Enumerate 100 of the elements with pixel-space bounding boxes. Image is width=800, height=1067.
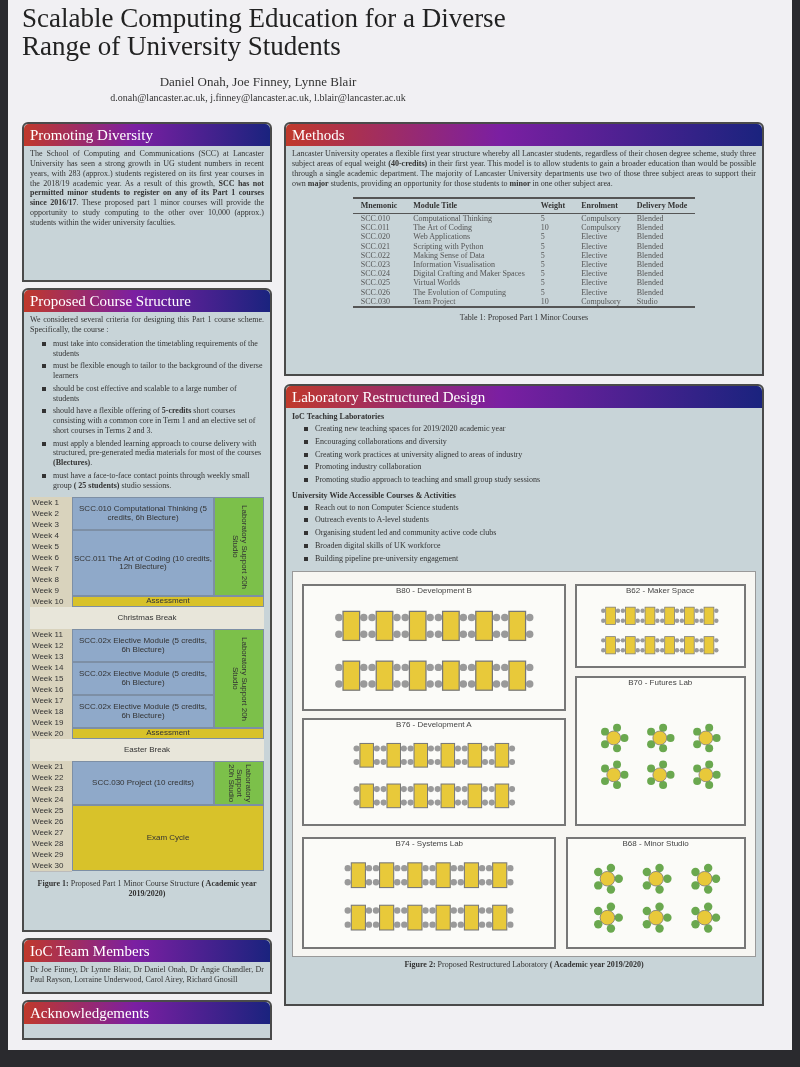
bullet-point: Promoting industry collaboration — [315, 462, 422, 473]
table-cell-text: Elective — [580, 287, 609, 297]
week-label: Week 2 — [30, 508, 72, 521]
table-cell-text: Elective — [580, 269, 609, 279]
subheading: IoC Teaching Laboratories — [291, 411, 385, 424]
table-cell-text: Digital Crafting and Maker Spaces — [412, 269, 526, 279]
bullet-point: Outreach events to A-level students — [315, 515, 429, 526]
body-text: Dr Joe Finney, Dr Lynne Blair, Dr Daniel Onah, Dr Angie Chandler, Dr Paul Rayson, Lorraine Underwood, Carol Airey, Richard Gnosill — [29, 964, 265, 987]
column-header: Weight — [532, 198, 574, 214]
room-label: B70 - Futures Lab — [627, 677, 694, 688]
table-cell: The Art of Coding — [405, 223, 533, 233]
table-cell: Compulsory — [573, 213, 629, 224]
room-label: B80 - Development B — [394, 585, 473, 596]
week-label: Week 23 — [30, 783, 72, 796]
table-cell: Studio — [628, 296, 696, 307]
table-cell: SCC.030 — [352, 296, 406, 307]
table-cell-text: 5 — [539, 260, 546, 270]
poster-title: Scalable Computing Education for a Diverse Range of University Students — [22, 4, 507, 61]
week-label: Week 1 — [30, 497, 72, 510]
table-cell-text: Blended — [635, 287, 665, 297]
room-outline — [302, 718, 566, 826]
lab-support-bar: Laboratory Support 20h Studio — [214, 497, 264, 597]
bullet-point: Creating new teaching spaces for 2019/2020 academic year — [315, 424, 506, 434]
room-label: B76 - Development A — [395, 720, 473, 730]
table-cell-text: Web Applications — [412, 232, 472, 242]
bullet-point: Building pipeline pre-university engagement — [315, 553, 459, 564]
figure-caption: Table 1: Proposed Part 1 Minor Courses — [458, 311, 590, 324]
table-cell-text: Information Visualisation — [412, 260, 497, 270]
table-cell-text: 10 — [539, 223, 550, 233]
figure-caption: Figure 1: Proposed Part 1 Minor Course Structure ( Academic year 2019/2020) — [36, 878, 258, 901]
week-label: Week 26 — [30, 816, 72, 829]
week-label: Week 28 — [30, 838, 72, 851]
room-label: B62 - Maker Space — [625, 585, 696, 596]
table-cell-text: SCC.011 — [359, 223, 391, 233]
panel-heading: Acknowledgements — [24, 1002, 270, 1025]
week-label: Week 4 — [30, 530, 72, 543]
panel-heading: Proposed Course Structure — [24, 290, 270, 313]
table-cell-text: Blended — [635, 278, 665, 288]
table-cell-text: 5 — [539, 287, 546, 297]
room-outline — [302, 583, 566, 711]
table-cell-text: Elective — [580, 250, 609, 260]
week-label: Week 13 — [30, 651, 72, 664]
table-cell: Team Project — [405, 296, 533, 307]
assessment-bar: Assessment — [72, 596, 264, 608]
room-outline — [565, 837, 746, 949]
bullet-point: Promoting studio approach to teaching and small group study sessions — [315, 475, 541, 485]
table-cell-text: Blended — [635, 269, 665, 279]
table-cell-text: 5 — [539, 232, 546, 242]
week-label: Week 29 — [30, 849, 72, 862]
table-cell: 5 — [532, 213, 574, 224]
bullet-point: Creating work practices at university aligned to areas of industry — [315, 449, 523, 460]
bullet-point: should have a flexible offering of 5-credits short courses consisting with a common core in Term 1 and an elective set of short courses in Terms 2 and 3. — [53, 406, 257, 436]
table-cell-text: Elective — [580, 278, 609, 288]
column-header: Enrolment — [573, 198, 629, 214]
poster-panel — [22, 938, 272, 994]
table-cell-text: Elective — [580, 260, 609, 270]
week-label: Week 7 — [30, 563, 72, 576]
bullet-point: should be cost effective and scalable to a large number of students — [53, 383, 238, 404]
body-text: We considered several criteria for designing this Part 1 course scheme. Specifically, the course : — [29, 314, 265, 337]
table-cell: 10 — [532, 296, 574, 307]
table-cell-text: Scripting with Python — [412, 241, 485, 251]
week-label: Week 16 — [30, 684, 72, 697]
week-label: Week 17 — [30, 695, 72, 708]
body-text: Lancaster University operates a flexible first year structure whereby all Lancaster students, regardless of their chosen degree scheme, study three subject areas of equal weight (40-credits) in their first year. This model is to allow students to gain a broader education than would be possible through a single academic department. The majority of Lancaster University departments use two of those three subject areas to support their own major students, providing an opportunity for those students to minor in one other subject area. — [291, 148, 757, 190]
module-block: SCC.02x Elective Module (5 credits, 6h Blecture) — [72, 662, 214, 696]
poster-panel — [22, 288, 272, 932]
module-block: SCC.02x Elective Module (5 credits, 6h Blecture) — [72, 695, 214, 729]
week-label: Week 14 — [30, 662, 72, 675]
body-text: The School of Computing and Communications (SCC) at Lancaster University has seen a strong growth in UG student numbers in recent years, with 283 (approx.) students registered on its first year courses in the 2018/19 academic year. As a result of this growth, SCC has not permitted minor students to register on any of its Part 1 courses since 2016/17. These proposed part 1 minor courses will provide the opportunity to study computing to the other over 10,000 (approx.) students within the wider university faculties. — [29, 148, 265, 229]
table-cell: SCC.010 — [352, 213, 406, 224]
bullet-point: must apply a blended learning approach to course delivery with structured, pre-generated media materials for most of the courses (Blectures). — [53, 438, 263, 468]
week-label: Week 21 — [30, 761, 72, 774]
lab-support-bar: Laboratory Support 20h Studio — [214, 629, 264, 729]
table-cell-text: SCC.021 — [359, 241, 391, 251]
table-cell-text: Blended — [635, 223, 665, 233]
panel-heading: Laboratory Restructured Design — [286, 386, 762, 409]
bullet-point: Organising student led and community active code clubs — [315, 528, 497, 538]
table-cell: Computational Thinking — [405, 213, 533, 224]
table-cell-text: SCC.020 — [359, 232, 391, 242]
room-outline — [574, 583, 746, 669]
table-cell: Blended — [628, 213, 696, 224]
panel-heading: IoC Team Members — [24, 940, 270, 963]
table-cell-text: SCC.026 — [359, 287, 391, 297]
table-cell-text: Blended — [635, 241, 665, 251]
lab-support-bar: Laboratory Support 20h Studio — [214, 761, 264, 806]
table-cell-text: Compulsory — [580, 223, 622, 233]
bullet-point: Reach out to non Computer Science students — [315, 502, 459, 513]
week-label: Week 18 — [30, 706, 72, 719]
week-label: Week 24 — [30, 794, 72, 807]
week-label: Week 9 — [30, 585, 72, 598]
table-cell-text: 5 — [539, 269, 546, 279]
week-label: Week 22 — [30, 772, 72, 785]
table-cell: Virtual Worlds — [405, 278, 533, 288]
week-label: Week 20 — [30, 728, 72, 741]
table-cell-text: SCC.022 — [359, 250, 391, 260]
table-cell-text: 5 — [539, 241, 546, 251]
subheading: University Wide Accessible Courses & Activities — [291, 489, 457, 502]
table-cell-text: SCC.023 — [359, 260, 391, 270]
table-cell-text: 5 — [539, 278, 546, 288]
module-block: SCC.02x Elective Module (5 credits, 6h Blecture) — [72, 629, 214, 663]
